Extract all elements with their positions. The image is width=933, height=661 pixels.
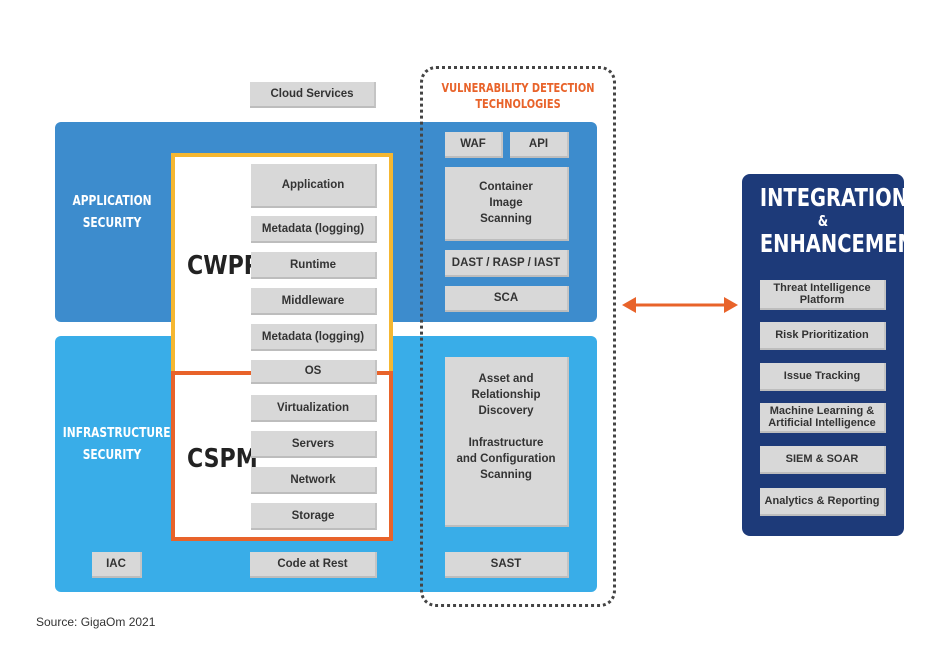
cwpp-item-application: Application: [251, 164, 377, 208]
integrations-enhancements-panel: [742, 174, 904, 536]
cwpp-item-runtime: Runtime: [251, 252, 377, 279]
cwpp-label: CWPP: [187, 251, 260, 281]
infrastructure-security-label: INFRASTRUCTURE SECURITY: [62, 426, 171, 463]
waf-box: WAF: [445, 132, 503, 158]
integration-threat-intelligence: Threat Intelligence Platform: [760, 280, 886, 310]
cspm-item-servers: Servers: [251, 431, 377, 458]
asset-and-config-scanning-box: Asset and Relationship Discovery Infrast…: [445, 357, 569, 527]
integrations-enhancements-title: INTEGRATIONS & ENHANCEMENTS: [759, 183, 933, 258]
code-at-rest-box: Code at Rest: [250, 552, 377, 578]
cwpp-item-metadata-logging: Metadata (logging): [251, 216, 377, 243]
container-image-scanning-box: Container Image Scanning: [445, 167, 569, 241]
application-security-label: APPLICATION SECURITY: [72, 194, 152, 231]
integration-ml-ai: Machine Learning & Artificial Intelligen…: [760, 403, 886, 433]
cloud-services-box: Cloud Services: [250, 82, 376, 108]
cspm-item-network: Network: [251, 467, 377, 494]
iac-box: IAC: [92, 552, 142, 578]
cwpp-frame: [171, 153, 393, 376]
source-caption: Source: GigaOm 2021: [36, 615, 156, 629]
cwpp-item-metadata-logging-2: Metadata (logging): [251, 324, 377, 351]
cspm-item-virtualization: Virtualization: [251, 395, 377, 422]
api-box: API: [510, 132, 569, 158]
integration-issue-tracking: Issue Tracking: [760, 363, 886, 391]
cwpp-item-os: OS: [251, 360, 377, 384]
integration-risk-prioritization: Risk Prioritization: [760, 322, 886, 350]
cspm-item-storage: Storage: [251, 503, 377, 530]
sca-box: SCA: [445, 286, 569, 312]
vulnerability-detection-title: VULNERABILITY DETECTION TECHNOLOGIES: [441, 81, 595, 111]
cspm-label: CSPM: [187, 444, 258, 474]
cwpp-item-middleware: Middleware: [251, 288, 377, 315]
integration-analytics-reporting: Analytics & Reporting: [760, 488, 886, 516]
integration-siem-soar: SIEM & SOAR: [760, 446, 886, 474]
sast-box: SAST: [445, 552, 569, 578]
dast-rasp-iast-box: DAST / RASP / IAST: [445, 250, 569, 277]
bidirectional-arrow-icon: [622, 297, 738, 313]
vulnerability-detection-frame: [420, 66, 616, 607]
